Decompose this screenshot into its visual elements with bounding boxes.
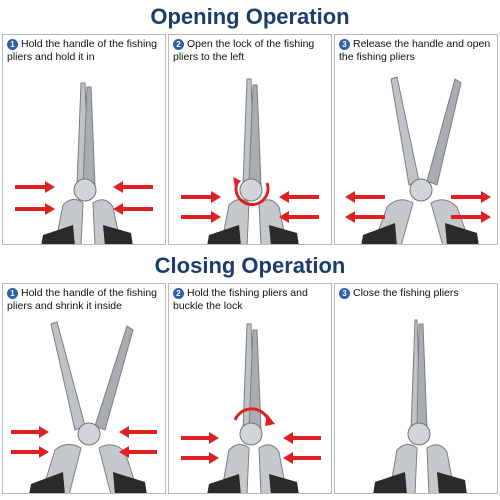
step-text: Hold the fishing pliers and buckle the l… [173,287,308,312]
closing-operation-title: Closing Operation [154,253,346,278]
rotate-arrow-icon [233,177,270,206]
pliers-image [361,76,479,244]
step-text: Hold the handle of the fishing pliers an… [7,38,158,63]
step-text: Release the handle and open the fishing … [339,38,491,63]
pliers-image [373,319,467,493]
pliers-image [207,78,299,244]
pliers-image [29,321,147,493]
squeeze-arrow-icon [181,432,321,464]
step-text: Hold the handle of the fishing pliers an… [7,287,158,312]
step-text: Open the lock of the fishing pliers to t… [173,38,315,63]
release-arrow-icon [345,191,491,223]
squeeze-arrow-icon [15,181,153,215]
pliers-image [15,82,153,244]
pliers-image [41,82,133,244]
step-number-badge: 2 [173,288,184,299]
pliers-image [11,321,157,493]
pliers-image [181,323,321,493]
squeeze-arrow-icon [11,426,157,458]
step-number-badge: 1 [7,288,18,299]
rotate-arrow-icon [233,407,275,426]
squeeze-arrow-icon [181,191,319,223]
pliers-image [181,78,319,244]
pliers-image [345,76,491,244]
step-number-badge: 1 [7,39,18,50]
step-number-badge: 3 [339,39,350,50]
pliers-image [207,323,299,493]
step-number-badge: 3 [339,288,350,299]
opening-operation-title: Opening Operation [150,4,350,29]
step-text: Close the fishing pliers [353,287,459,299]
step-number-badge: 2 [173,39,184,50]
pliers-image [373,319,467,493]
